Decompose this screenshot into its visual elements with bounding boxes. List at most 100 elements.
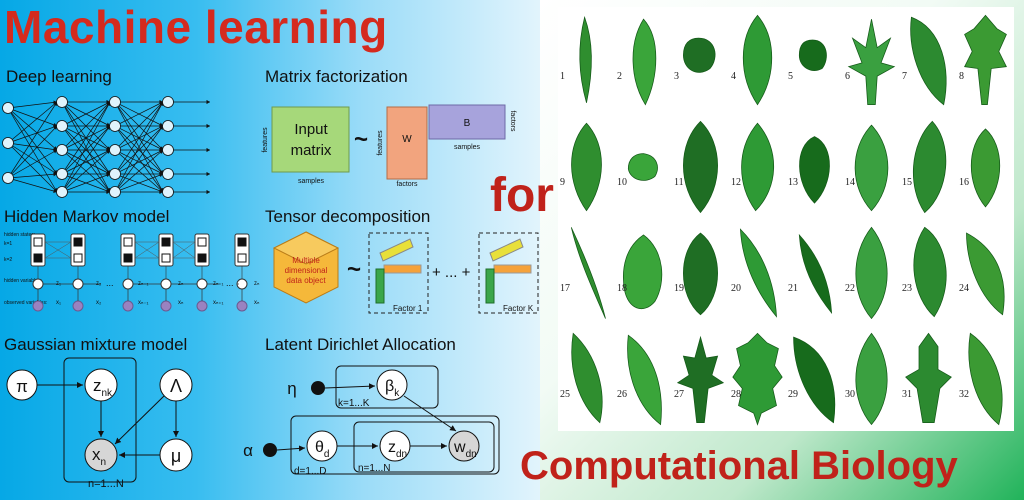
hmm-observed-node <box>196 300 208 312</box>
leaf-number-label: 25 <box>560 389 570 400</box>
b-factors-label: factors <box>509 110 516 132</box>
leaf-number-label: 13 <box>788 177 798 188</box>
leaf-image-21: 21 <box>786 219 843 325</box>
factorK-yellow-bar <box>489 238 524 262</box>
nn-edge <box>114 149 164 175</box>
nn-node <box>56 120 68 132</box>
factorK-box <box>478 232 539 314</box>
nn-edge <box>61 125 111 193</box>
matrix-factorization-diagram: Input matrix features samples ~ W featur… <box>262 104 516 188</box>
leaf-image-3: 3 <box>672 7 729 113</box>
leaf-image-24: 24 <box>957 219 1014 325</box>
nn-node <box>162 144 174 156</box>
hmm-state-columns <box>30 233 250 312</box>
leaf-blade <box>970 128 1001 208</box>
input-matrix-box <box>271 106 350 173</box>
nn-edge <box>7 107 58 151</box>
nn-edge <box>61 101 111 151</box>
gmm-label: Gaussian mixture model <box>4 335 188 354</box>
gmm-plate <box>63 357 137 483</box>
leaf-shape-icon <box>570 227 606 319</box>
b-matrix-label: B <box>464 118 471 129</box>
leaf-blade <box>968 332 1003 426</box>
hmm-transition-edge <box>44 241 72 259</box>
hmm-observed-node <box>236 300 248 312</box>
hmm-hidden-variables-label: hidden variables: <box>4 278 42 284</box>
hmm-z1: z₁ <box>56 281 61 287</box>
leaf-number-label: 23 <box>902 283 912 294</box>
leaf-shape-icon <box>741 122 775 212</box>
leaf-blade <box>799 136 830 204</box>
leaf-number-label: 24 <box>959 283 969 294</box>
input-features-label: features <box>262 127 269 153</box>
nn-edge <box>7 125 58 179</box>
hmm-transition-edge <box>172 241 196 259</box>
leaf-number-label: 27 <box>674 389 684 400</box>
leaf-image-5: 5 <box>786 7 843 113</box>
leaf-image-13: 13 <box>786 113 843 219</box>
hmm-xN: xₙ <box>254 300 260 306</box>
lda-edge-eta-beta <box>324 383 376 390</box>
hmm-z2: z₂ <box>96 281 102 287</box>
hmm-state-k1 <box>197 237 207 247</box>
nn-edge <box>7 142 58 152</box>
hmm-state-k2 <box>73 253 83 263</box>
hmm-state-k2 <box>197 253 207 263</box>
leaf-shape-icon <box>798 233 833 315</box>
nn-edge <box>7 172 58 179</box>
hmm-hidden-node <box>72 278 84 290</box>
gmm-diagram: π znk Λ xn μ n=1...N <box>6 357 193 490</box>
factorK-label: Factor K <box>503 304 534 313</box>
hmm-observed-node <box>122 300 134 312</box>
leaf-number-label: 5 <box>788 71 793 82</box>
leaf-blade <box>683 120 718 214</box>
hmm-hidden-node <box>122 278 134 290</box>
lda-plate-d <box>290 415 500 475</box>
leaf-number-label: 1 <box>560 71 565 82</box>
leaf-blade <box>571 332 603 424</box>
nn-edge <box>61 101 111 127</box>
leaf-blade <box>855 332 888 426</box>
nn-edge <box>114 101 164 151</box>
hmm-label: Hidden Markov model <box>4 207 170 226</box>
leaf-number-label: 17 <box>560 283 570 294</box>
leaf-blade <box>913 226 947 318</box>
leaf-image-32: 32 <box>957 325 1014 431</box>
leaf-shape-icon <box>905 332 952 424</box>
leaf-blade <box>623 234 663 310</box>
leaf-blade <box>742 14 773 106</box>
leaf-image-29: 29 <box>786 325 843 431</box>
leaf-shape-icon <box>742 14 773 106</box>
leaf-blade <box>855 226 888 320</box>
nn-edge <box>114 101 164 127</box>
leaf-blade <box>798 39 827 71</box>
leaf-image-16: 16 <box>957 113 1014 219</box>
leaf-shape-icon <box>793 336 836 424</box>
leaf-shape-icon <box>966 232 1005 316</box>
nn-edge <box>61 149 111 193</box>
leaf-blade <box>966 232 1005 316</box>
nn-edge <box>114 101 164 175</box>
leaf-shape-icon <box>732 332 783 426</box>
hmm-diagram: hidden states: k=1 k=2 hidden variables:… <box>4 232 260 312</box>
leaf-number-label: 14 <box>845 177 855 188</box>
leaf-number-label: 20 <box>731 283 741 294</box>
leaf-blade <box>798 233 833 315</box>
leaf-shape-icon <box>739 228 777 318</box>
leaf-blade <box>912 120 947 214</box>
gmm-plate-label: n=1...N <box>88 478 124 490</box>
leaf-blade <box>732 332 783 426</box>
hmm-observed-node <box>72 300 84 312</box>
hmm-k2-label: k=2 <box>4 257 12 263</box>
nn-node <box>162 186 174 198</box>
leaf-number-label: 22 <box>845 283 855 294</box>
leaf-number-label: 19 <box>674 283 684 294</box>
for-connector: for <box>490 169 554 222</box>
leaf-blade <box>579 15 592 103</box>
nn-node <box>162 120 174 132</box>
hmm-znp1: zₙ₊₁ <box>213 281 224 287</box>
leaf-shape-icon <box>847 19 896 106</box>
leaf-number-label: 31 <box>902 389 912 400</box>
hmm-hidden-states-label: hidden states: <box>4 232 35 238</box>
hmm-state-k1 <box>33 237 43 247</box>
